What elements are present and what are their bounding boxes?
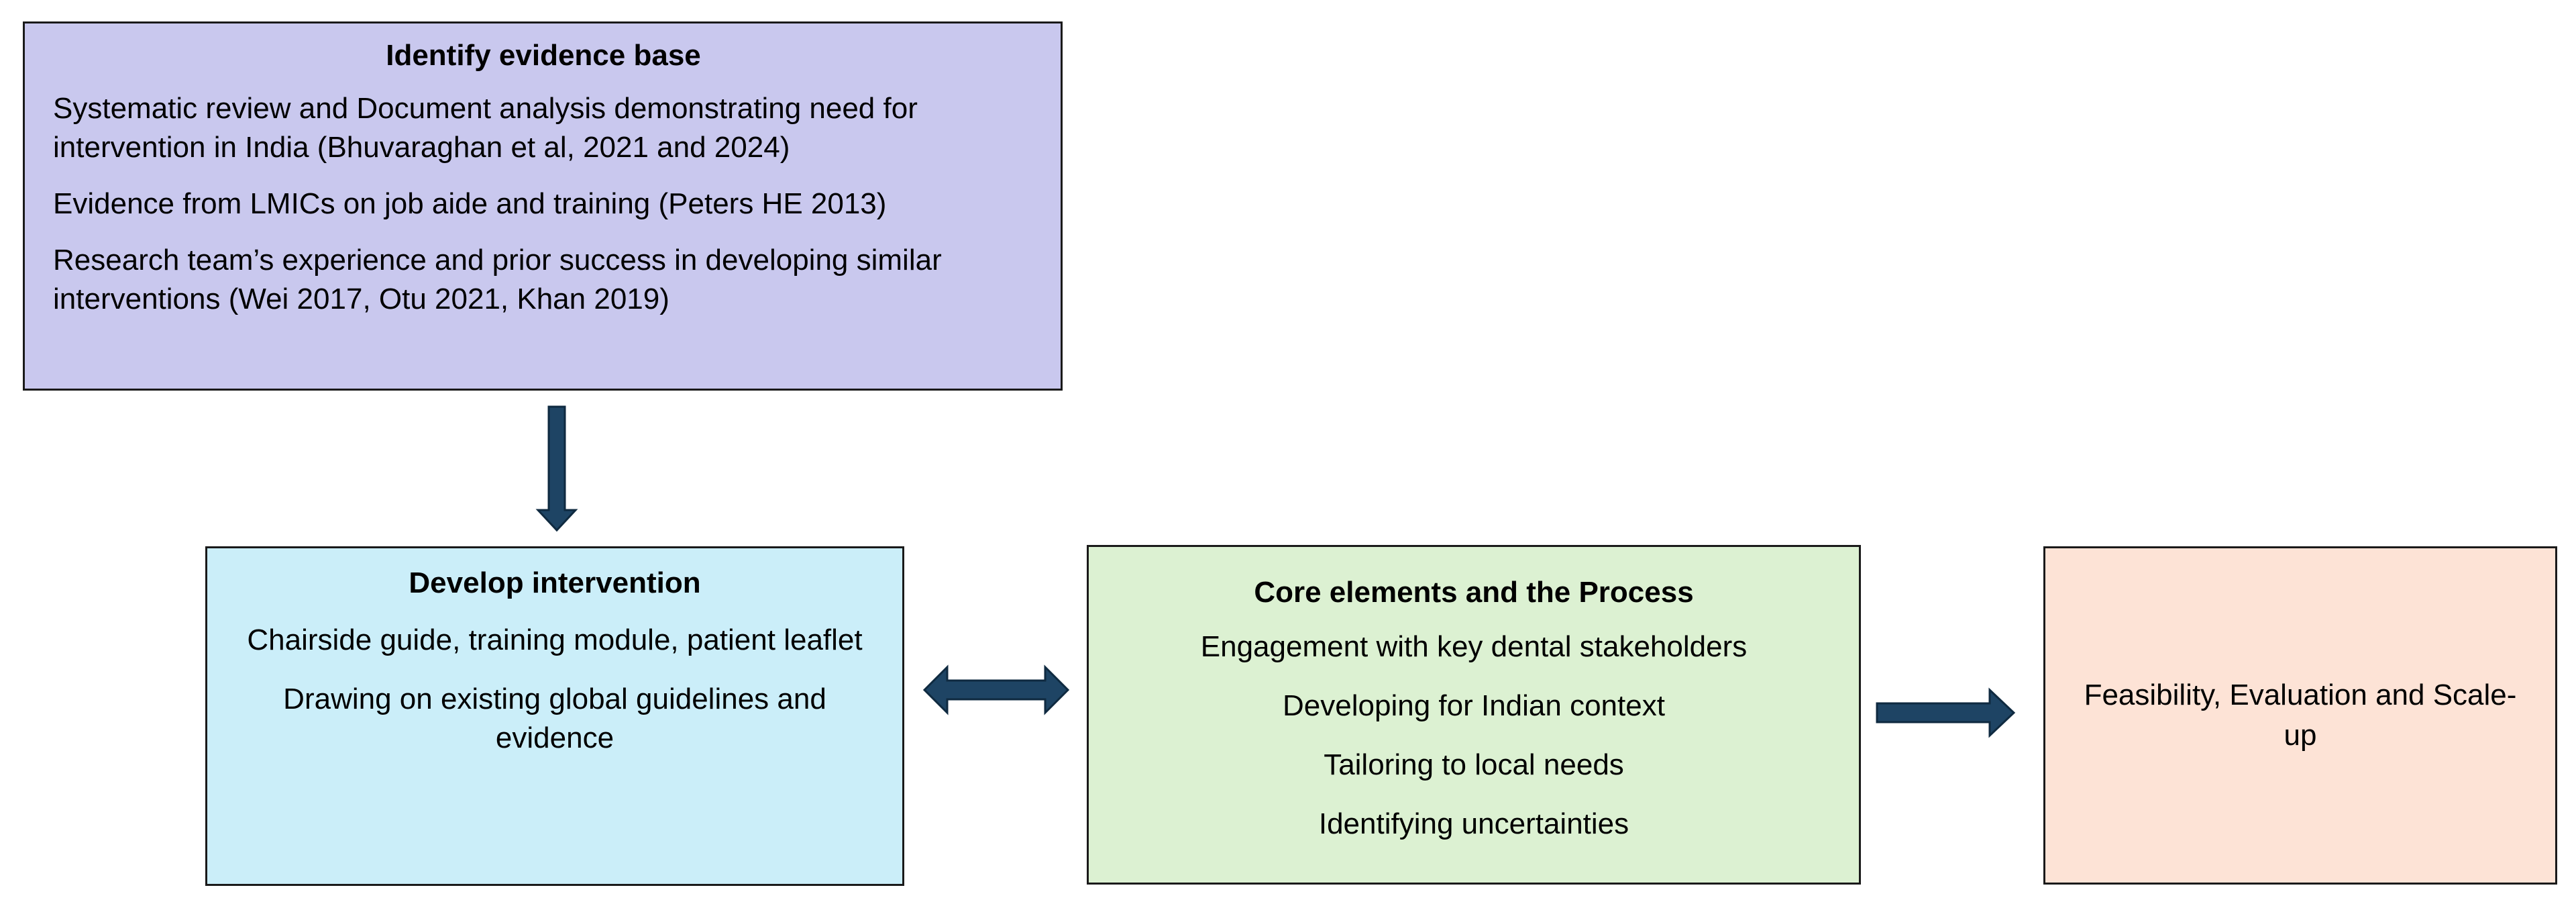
evidence-item: Research team’s experience and prior suc…: [53, 244, 942, 315]
core-item: Tailoring to local needs: [1324, 748, 1624, 781]
core-item: Developing for Indian context: [1283, 689, 1665, 722]
identify-evidence-base-title: Identify evidence base: [386, 39, 701, 72]
core-item: Engagement with key dental stakeholders: [1200, 630, 1748, 663]
develop-item: Chairside guide, training module, patien…: [247, 623, 863, 656]
right-arrow-icon: [1876, 687, 2016, 738]
core-item: Identifying uncertainties: [1318, 807, 1629, 840]
down-arrow-icon: [535, 405, 578, 532]
develop-intervention-title: Develop intervention: [409, 566, 701, 599]
identify-evidence-base-box: Identify evidence base Systematic review…: [23, 21, 1063, 391]
feasibility-text: Feasibility, Evaluation and Scale-up: [2084, 679, 2517, 752]
develop-item: Drawing on existing global guidelines an…: [283, 683, 826, 754]
double-arrow-icon: [922, 664, 1070, 715]
core-elements-box: Core elements and the Process Engagement…: [1087, 545, 1861, 885]
core-elements-title: Core elements and the Process: [1254, 576, 1694, 609]
feasibility-box: Feasibility, Evaluation and Scale-up: [2043, 546, 2557, 885]
develop-intervention-box: Develop intervention Chairside guide, tr…: [205, 546, 904, 886]
evidence-item: Evidence from LMICs on job aide and trai…: [53, 187, 887, 220]
evidence-item: Systematic review and Document analysis …: [53, 92, 918, 164]
